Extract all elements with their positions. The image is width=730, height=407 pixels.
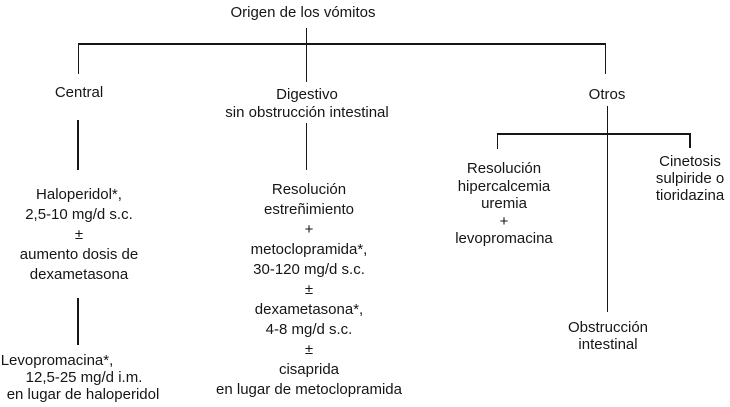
branch-label-digestivo: Digestivo sin obstrucción intestinal (225, 86, 389, 121)
central-treatment-secondary-line2: 12,5-25 mg/d i.m. (25, 369, 143, 386)
connector-central-step1 (77, 120, 79, 170)
connector-otros-branch (496, 133, 691, 135)
connector-otros-drop (604, 43, 606, 74)
connector-top-branch (77, 43, 606, 45)
central-treatment-secondary-line3: en lugar de haloperidol (6, 386, 160, 403)
branch-label-central: Central (54, 84, 104, 101)
otros-option-obstruccion: Obstrucción intestinal (567, 319, 649, 353)
connector-central-drop (77, 43, 79, 74)
connector-otros-spine (606, 106, 608, 312)
central-treatment-secondary-line1: Levopromacina*, (0, 352, 114, 369)
connector-otros-right-drop (689, 133, 691, 148)
connector-central-step2 (77, 298, 79, 345)
central-treatment-primary: Haloperidol*, 2,5-10 mg/d s.c. ± aumento… (19, 186, 139, 283)
digestivo-treatment: Resolución estreñimiento + metoclopramid… (216, 181, 402, 398)
connector-otros-left-drop (496, 133, 498, 149)
connector-title-stem (305, 28, 307, 82)
otros-option-cinetosis: Cinetosis sulpiride o tioridazina (655, 153, 725, 204)
otros-option-resolucion: Resolución hipercalcemia uremia + levopr… (455, 160, 553, 247)
diagram-title: Origen de los vómitos (230, 4, 376, 21)
connector-digestivo-step (305, 123, 307, 170)
branch-label-otros: Otros (588, 86, 626, 103)
